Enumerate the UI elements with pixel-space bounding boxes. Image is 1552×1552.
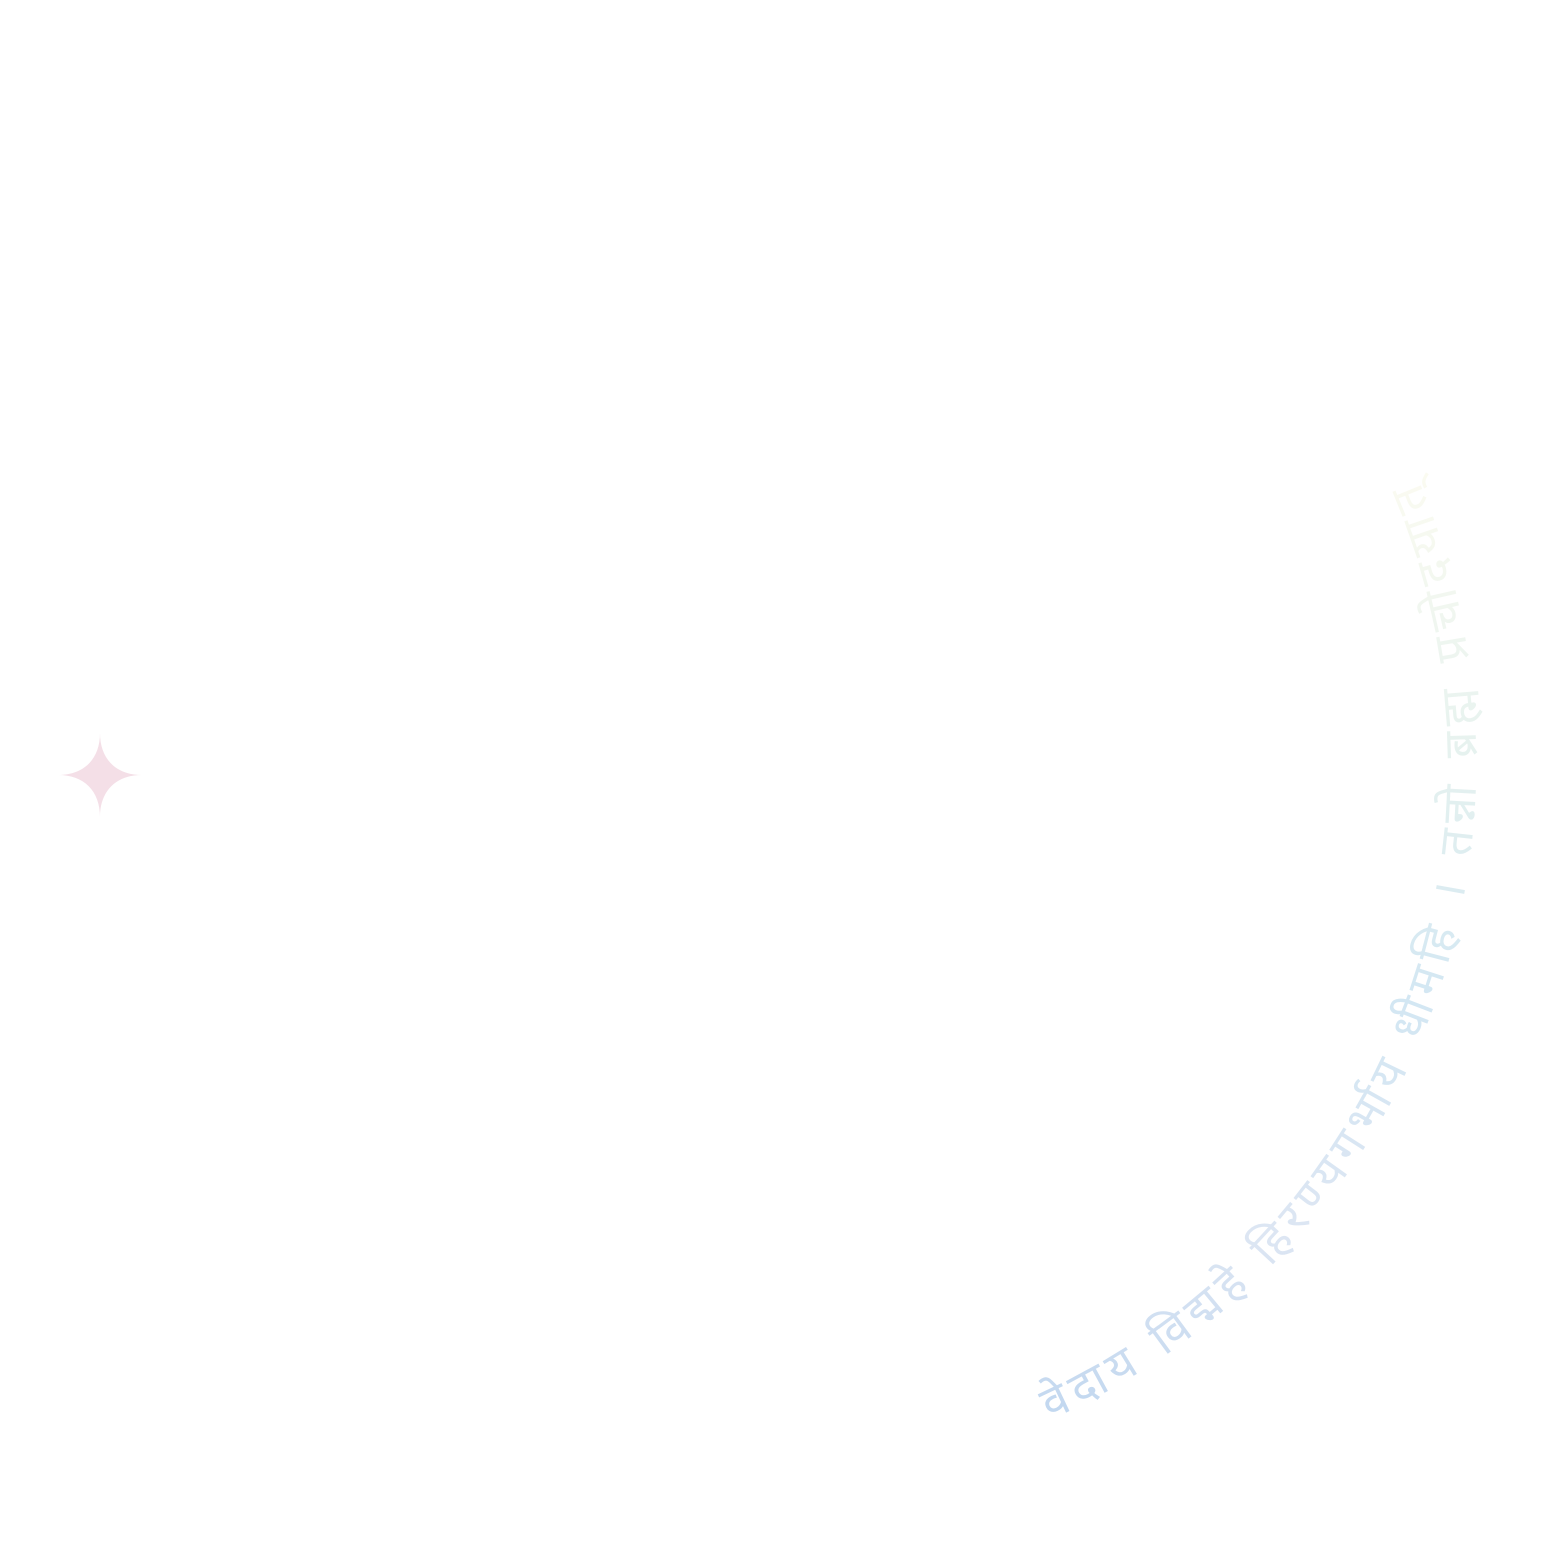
arc-text-path: वेदाय विद्महे हिरण्यगर्भाय धीमहि । तन्नो… [1032, 471, 1481, 1431]
arc-text: वेदाय विद्महे हिरण्यगर्भाय धीमहि । तन्नो… [1032, 471, 1488, 1431]
four-point-star-icon [58, 733, 142, 817]
